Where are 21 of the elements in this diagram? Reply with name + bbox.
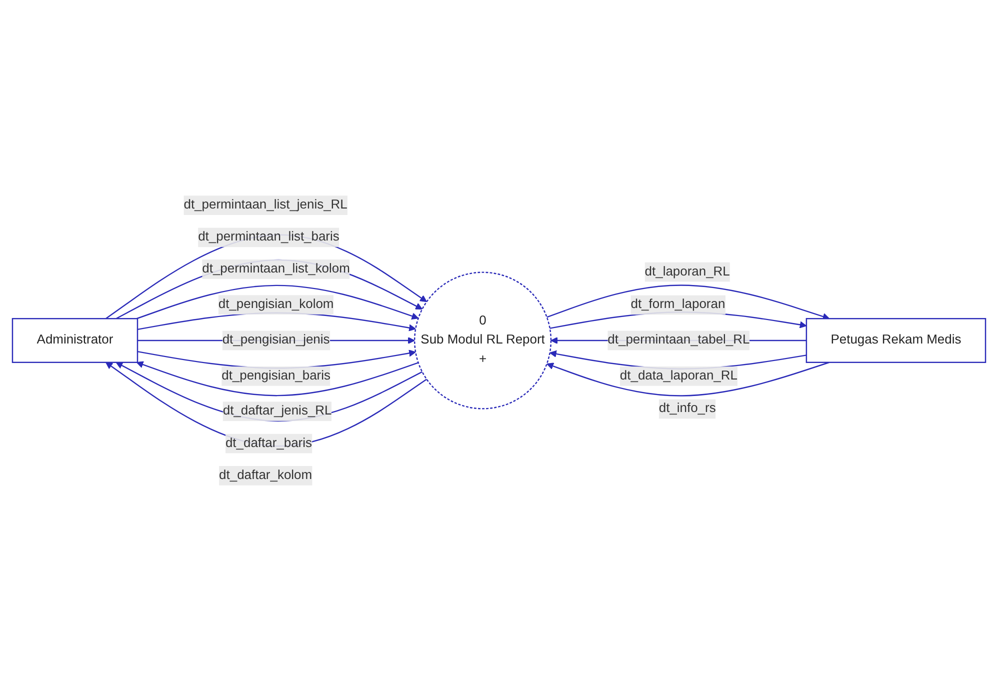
- edge-label: dt_pengisian_jenis: [222, 333, 330, 347]
- edge-label: dt_form_laporan: [630, 298, 726, 312]
- edge-label: dt_info_rs: [658, 402, 716, 416]
- edge-label: dt_pengisian_kolom: [218, 298, 334, 312]
- arrow: [546, 284, 830, 320]
- edge-label: dt_daftar_jenis_RL: [222, 404, 332, 418]
- edge-label: dt_permintaan_list_kolom: [202, 262, 350, 276]
- edge-label: dt_pengisian_baris: [222, 368, 330, 383]
- edge-label: dt_permintaan_tabel_RL: [608, 333, 750, 347]
- edge-label: dt_permintaan_list_baris: [198, 230, 340, 244]
- edge-label: dt_laporan_RL: [644, 264, 730, 279]
- edge-label: dt_data_laporan_RL: [620, 368, 738, 383]
- edge-label: dt_daftar_baris: [225, 436, 312, 450]
- node-box: Administrator: [12, 318, 138, 363]
- node-circle: 0 Sub Modul RL Report +: [414, 272, 552, 410]
- arrow: [546, 362, 830, 396]
- edge-label: dt_daftar_kolom: [219, 468, 312, 482]
- arrow: [136, 284, 419, 320]
- edge-label: dt_permintaan_list_jenis_RL: [184, 198, 348, 212]
- node-box: Petugas Rekam Medis: [806, 318, 986, 363]
- arrow: [136, 361, 419, 396]
